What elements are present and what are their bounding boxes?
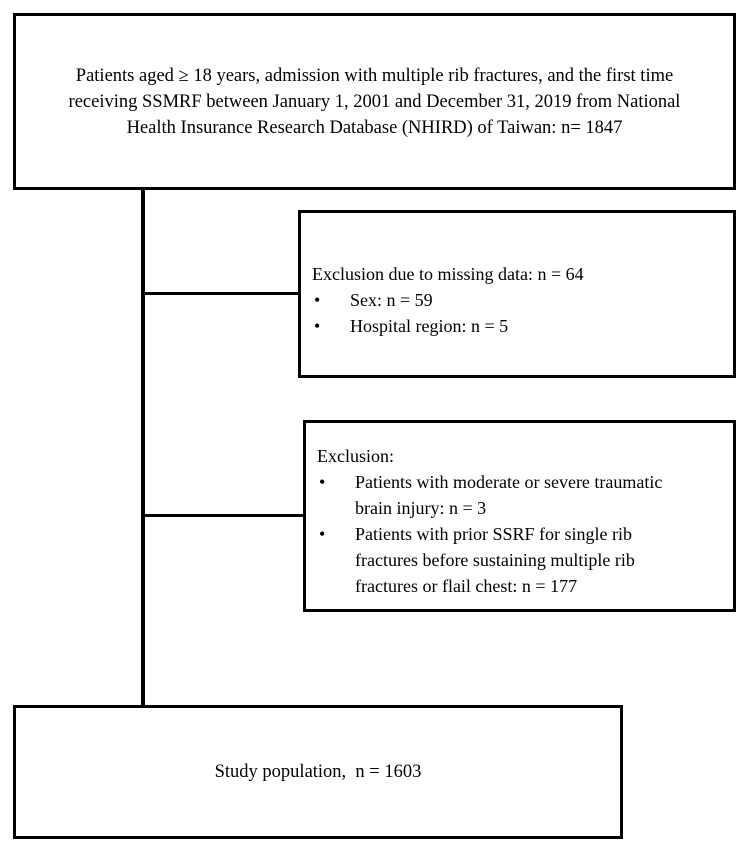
exclusion-item-text: Sex: n = 59 (350, 287, 433, 313)
study-population-text: Study population, n = 1603 (214, 761, 422, 782)
exclusion-item: • Hospital region: n = 5 (312, 313, 733, 339)
bullet-icon: • (314, 316, 321, 336)
source-population-line: Patients aged ≥ 18 years, admission with… (75, 65, 674, 86)
exclusion-item-text: Patients with moderate or severe traumat… (355, 469, 662, 521)
clinical-exclusion-box: Exclusion: • Patients with moderate or s… (303, 420, 736, 612)
main-vertical-connector (141, 188, 145, 707)
bullet-icon: • (314, 290, 321, 310)
exclusion-item: • Patients with prior SSRF for single ri… (317, 521, 733, 599)
exclusion-item-line: brain injury: n = 3 (355, 498, 487, 518)
exclusion-item: • Patients with moderate or severe traum… (317, 469, 733, 521)
exclusion-heading: Exclusion: (317, 446, 394, 466)
exclusion-heading: Exclusion due to missing data: n = 64 (312, 264, 584, 284)
branch-connector-exclusion-2 (141, 514, 305, 517)
bullet-icon: • (319, 472, 326, 492)
branch-connector-exclusion-1 (141, 292, 300, 295)
missing-data-exclusion-box: Exclusion due to missing data: n = 64 • … (298, 210, 736, 378)
exclusion-item-text: Hospital region: n = 5 (350, 313, 508, 339)
exclusion-item-line: fractures before sustaining multiple rib (355, 550, 635, 570)
source-population-line: Health Insurance Research Database (NHIR… (126, 117, 623, 138)
exclusion-item: • Sex: n = 59 (312, 287, 733, 313)
bullet-icon: • (319, 524, 326, 544)
source-population-text: Patients aged ≥ 18 years, admission with… (69, 63, 681, 141)
exclusion-item-text: Patients with prior SSRF for single rib … (355, 521, 635, 599)
exclusion-item-line: Patients with moderate or severe traumat… (355, 472, 663, 492)
source-population-line: receiving SSMRF between January 1, 2001 … (68, 91, 681, 112)
exclusion-item-line: Sex: n = 59 (350, 290, 433, 310)
exclusion-item-line: fractures or flail chest: n = 177 (355, 576, 578, 596)
study-population-box: Study population, n = 1603 (13, 705, 623, 839)
exclusion-item-line: Patients with prior SSRF for single rib (355, 524, 633, 544)
exclusion-item-line: Hospital region: n = 5 (350, 316, 509, 336)
source-population-box: Patients aged ≥ 18 years, admission with… (13, 13, 736, 190)
